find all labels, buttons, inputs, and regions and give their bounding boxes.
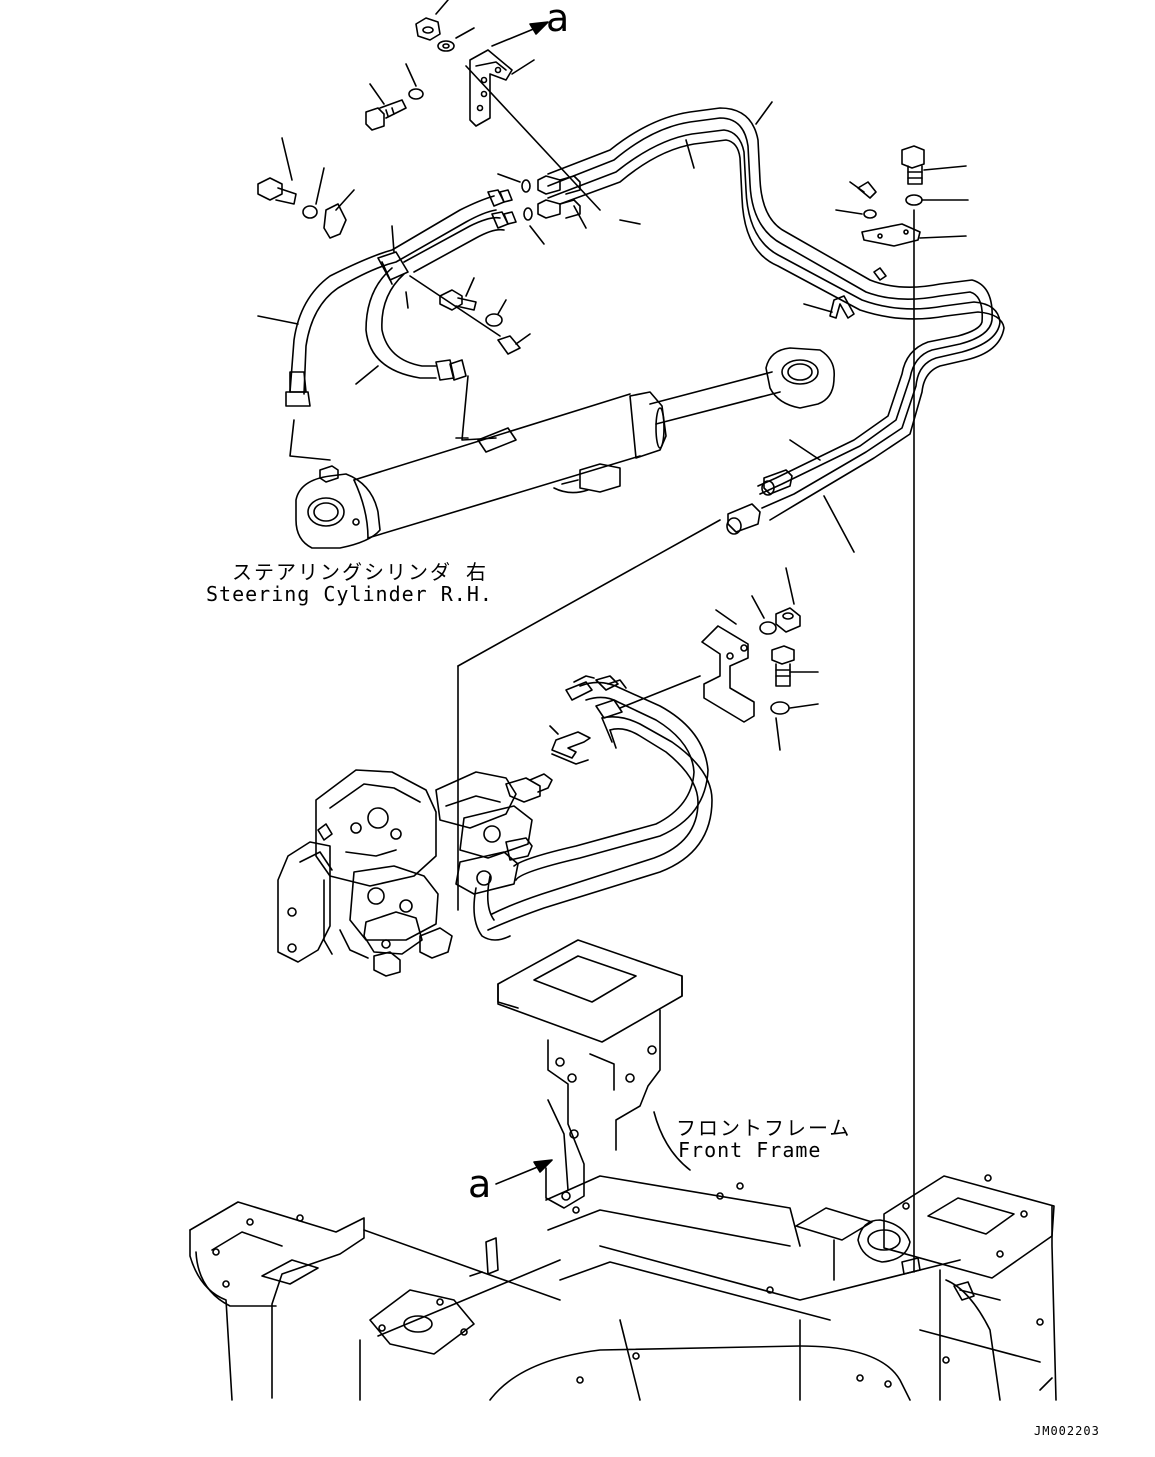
middle-bracket-assembly xyxy=(457,519,819,911)
reference-a-top: a xyxy=(546,0,570,40)
steering-cylinder xyxy=(295,347,836,549)
steel-tube-lines xyxy=(537,101,1005,1273)
control-valve xyxy=(277,769,553,977)
hydraulic-hoses xyxy=(257,137,587,461)
frame-label-jp: フロントフレーム xyxy=(676,1116,852,1140)
drawing-code: JM002203 xyxy=(1034,1424,1100,1438)
front-frame xyxy=(189,939,1057,1401)
valve-tubes xyxy=(473,675,713,941)
reference-a-bottom: a xyxy=(468,1162,492,1206)
top-bracket-assembly xyxy=(365,0,601,211)
cylinder-label-en: Steering Cylinder R.H. xyxy=(206,582,493,606)
cylinder-label-jp: ステアリングシリンダ 右 xyxy=(232,560,489,584)
frame-label-en: Front Frame xyxy=(678,1138,822,1162)
